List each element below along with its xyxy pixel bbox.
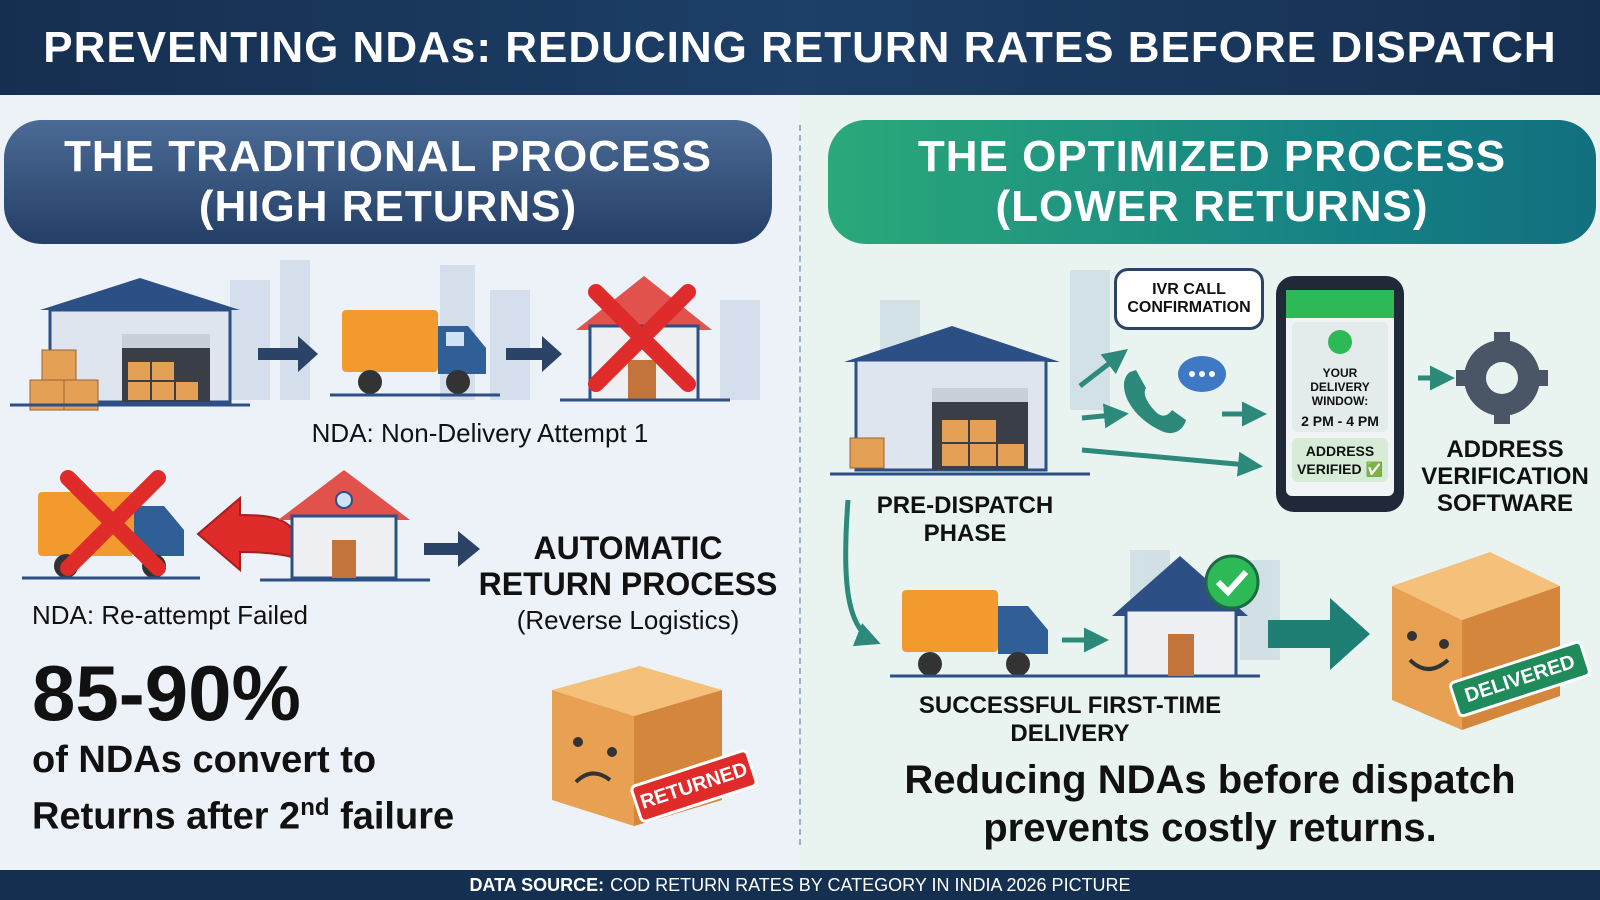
phone-addr2: VERIFIED ✅	[1297, 461, 1383, 477]
stat-sup: nd	[300, 794, 330, 821]
gear-icon	[1456, 332, 1548, 424]
arrow-icon	[424, 531, 480, 567]
truck-icon	[330, 310, 500, 397]
banner-title: THE OPTIMIZED PROCESS	[917, 132, 1507, 181]
conclusion-text: Reducing NDAs before dispatch prevents c…	[840, 756, 1580, 852]
ivr-line2: CONFIRMATION	[1127, 299, 1251, 316]
nda1-label: NDA: Non-Delivery Attempt 1	[311, 418, 649, 448]
header-bar: PREVENTING NDAs: REDUCING RETURN RATES B…	[0, 0, 1600, 95]
pre-line1: PRE-DISPATCH	[876, 492, 1054, 519]
warehouse-icon	[10, 278, 250, 411]
stat-value: 85-90%	[32, 649, 301, 737]
footer-source: COD RETURN RATES BY CATEGORY IN INDIA 20…	[610, 874, 1131, 895]
avs-line3: SOFTWARE	[1437, 490, 1573, 517]
phone-line2: WINDOW:	[1311, 394, 1369, 408]
big-arrow-icon	[1268, 598, 1370, 670]
red-x-icon	[60, 470, 166, 576]
pre-line2: PHASE	[923, 520, 1007, 547]
ivr-bubble: IVR CALL CONFIRMATION	[1114, 268, 1264, 330]
phone-line1: YOUR DELIVERY	[1310, 366, 1370, 394]
stat-line1: of NDAs convert to	[32, 739, 377, 781]
nda2-label: NDA: Re-attempt Failed	[32, 600, 308, 630]
warehouse-icon	[830, 326, 1090, 476]
flow-arrows	[843, 348, 1455, 653]
conclusion-line2: prevents costly returns.	[983, 806, 1437, 850]
banner-subtitle: (LOWER RETURNS)	[995, 182, 1429, 231]
phone-time: 2 PM - 4 PM	[1301, 413, 1379, 429]
avs-line2: VERIFICATION	[1421, 463, 1589, 490]
success-label: SUCCESSFUL FIRST-TIME DELIVERY	[890, 692, 1250, 748]
house-icon	[260, 470, 430, 582]
traditional-process-banner: THE TRADITIONAL PROCESS (HIGH RETURNS)	[4, 120, 772, 244]
house-icon	[1112, 556, 1248, 678]
stat-line2-post: failure	[329, 795, 455, 838]
phone-window-text: YOUR DELIVERY WINDOW: 2 PM - 4 PM	[1292, 366, 1388, 428]
avs-line1: ADDRESS	[1446, 436, 1564, 463]
arrow-icon	[258, 336, 318, 372]
auto-line3: (Reverse Logistics)	[516, 605, 740, 635]
return-arrow-icon	[196, 495, 302, 573]
phone-icon	[1276, 276, 1404, 512]
banner-title: THE TRADITIONAL PROCESS	[63, 132, 712, 181]
ivr-line1: IVR CALL	[1152, 281, 1226, 298]
phone-addr1: ADDRESS	[1305, 443, 1375, 459]
panel-divider	[799, 125, 801, 845]
page-title: PREVENTING NDAs: REDUCING RETURN RATES B…	[43, 22, 1557, 72]
success-line1: SUCCESSFUL FIRST-TIME	[918, 692, 1222, 719]
auto-return-label: AUTOMATIC RETURN PROCESS (Reverse Logist…	[478, 530, 778, 638]
phone-call-icon	[1123, 356, 1226, 434]
success-line2: DELIVERY	[1010, 720, 1130, 747]
avs-label: ADDRESS VERIFICATION SOFTWARE	[1410, 436, 1600, 517]
red-x-icon	[588, 284, 696, 392]
phone-address-status: ADDRESS VERIFIED ✅	[1292, 442, 1388, 478]
footer-bar: DATA SOURCE: COD RETURN RATES BY CATEGOR…	[0, 870, 1600, 900]
banner-subtitle: (HIGH RETURNS)	[198, 182, 578, 231]
pre-dispatch-label: PRE-DISPATCH PHASE	[860, 492, 1070, 548]
check-circle-icon	[1204, 554, 1260, 610]
conclusion-line1: Reducing NDAs before dispatch	[904, 758, 1516, 802]
optimized-process-banner: THE OPTIMIZED PROCESS (LOWER RETURNS)	[828, 120, 1596, 244]
footer-label: DATA SOURCE:	[469, 874, 605, 895]
auto-line2: RETURN PROCESS	[478, 566, 778, 602]
stat-line2: Returns after 2nd failure	[32, 784, 552, 841]
auto-line1: AUTOMATIC	[533, 530, 723, 566]
arrow-icon	[506, 336, 562, 372]
stat-caption: of NDAs convert to Returns after 2nd fai…	[32, 736, 552, 841]
stat-line2-pre: Returns after 2	[32, 795, 301, 838]
city-skyline	[230, 260, 760, 400]
